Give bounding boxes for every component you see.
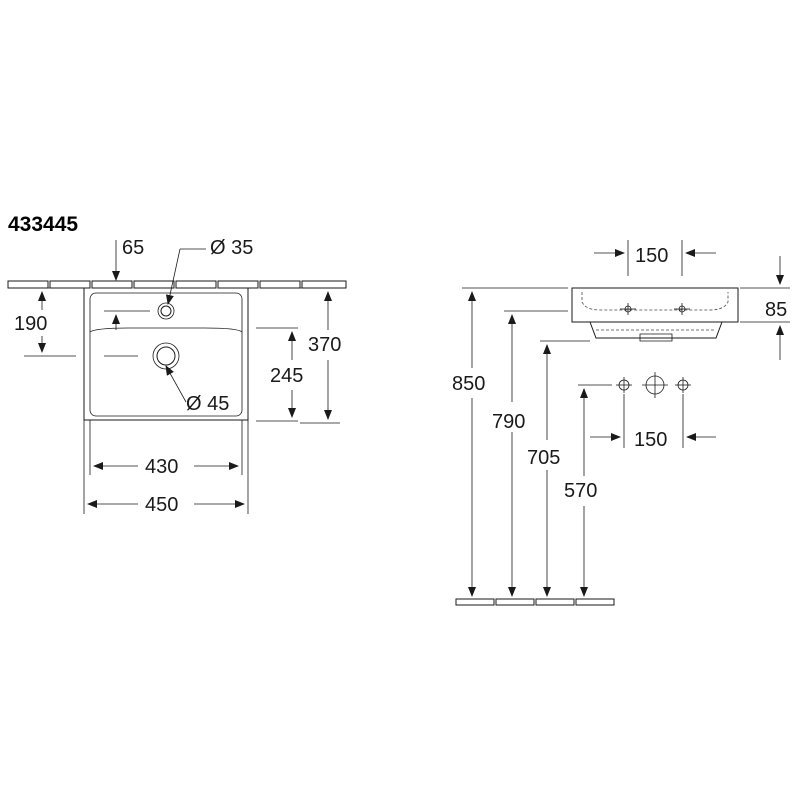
side-view: 150 85 150 [452,240,790,606]
tap-spacing-top-label: 150 [635,245,668,267]
floor-strip [455,598,615,606]
tap-hole-icon [160,305,172,317]
supply-right-icon [675,377,691,393]
basin-outline [83,288,249,421]
inner-width-label: 430 [145,456,178,478]
rim-height-label: 850 [452,373,485,395]
basin-height-label: 85 [765,299,787,321]
tap-hole-depth-label: 190 [14,313,47,335]
trap-height-label: 705 [527,447,560,469]
waste-depth-label: 245 [270,365,303,387]
tap-hole-diameter-label: Ø 35 [210,237,253,259]
tap-hole-front-left-icon [620,303,636,315]
overall-depth-label: 370 [308,334,341,356]
model-number: 433445 [8,213,78,236]
waste-center-icon [642,372,668,398]
top-view: 65 Ø 35 190 370 245 Ø 45 [7,237,347,516]
basin-front [571,287,739,323]
supply-left-icon [616,377,632,393]
supply-height-label: 570 [564,480,597,502]
waste-diameter-label: Ø 45 [186,393,229,415]
underside-height-label: 790 [492,411,525,433]
supply-spacing-label: 150 [634,429,667,451]
basin-bowl [89,292,243,417]
waste-outlet-icon [156,346,176,366]
tap-hole-front-right-icon [674,303,690,315]
wall-strip-top [7,280,347,289]
tap-hole-offset-label: 65 [122,237,144,259]
overall-width-label: 450 [145,494,178,516]
